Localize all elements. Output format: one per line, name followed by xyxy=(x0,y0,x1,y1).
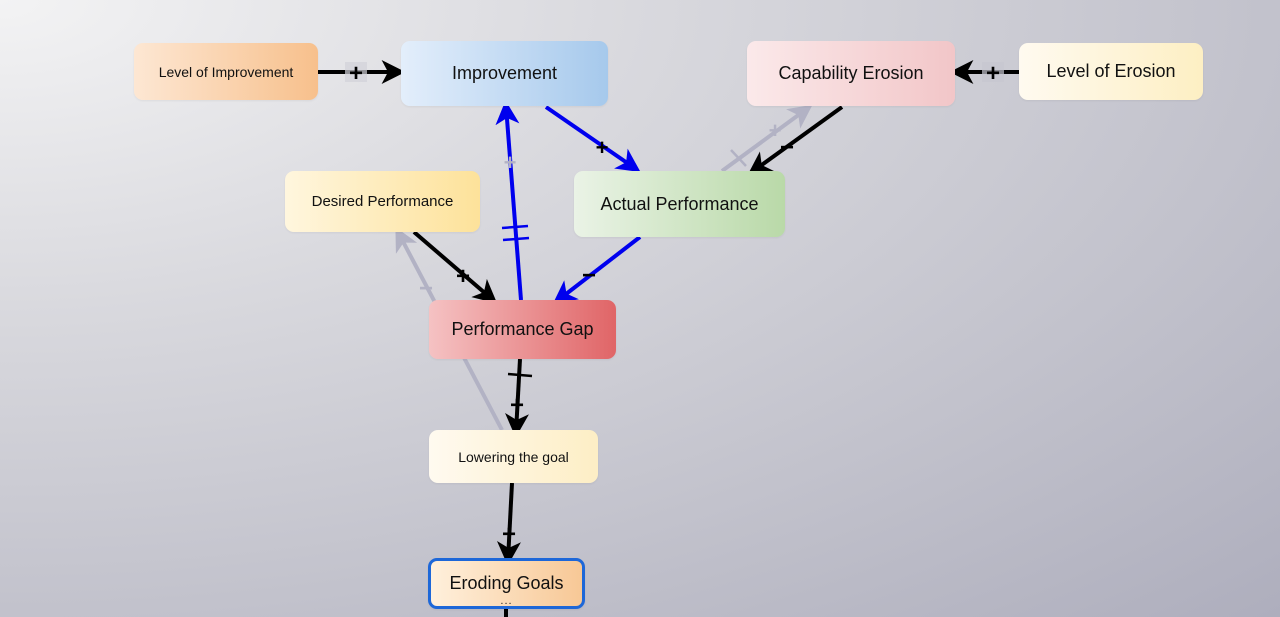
node-label: Performance Gap xyxy=(451,319,594,339)
polarity-plus: + xyxy=(502,521,516,548)
node-improvement[interactable]: Improvement xyxy=(401,41,608,106)
polarity-plus: + xyxy=(504,150,517,175)
link-performance-gap-to-lowering-the-goal[interactable]: + xyxy=(505,358,533,438)
node-label: Improvement xyxy=(451,63,558,83)
node-label: Level of Improvement xyxy=(158,63,294,80)
node-capability-erosion[interactable]: Capability Erosion xyxy=(747,41,955,106)
node-level-of-erosion[interactable]: Level of Erosion xyxy=(1019,43,1203,100)
node-label: Eroding Goals xyxy=(449,573,564,593)
node-actual-performance[interactable]: Actual Performance xyxy=(574,171,785,237)
link-improvement-to-actual-performance[interactable]: + xyxy=(544,105,641,173)
node-label: Lowering the goal xyxy=(458,448,569,465)
polarity-plus: + xyxy=(769,118,782,143)
link-actual-performance-to-capability-erosion[interactable]: + xyxy=(720,104,813,173)
resize-handle-dots[interactable]: ... xyxy=(500,595,513,607)
node-performance-gap[interactable]: Performance Gap xyxy=(429,300,616,359)
polarity-plus: + xyxy=(596,135,609,160)
link-desired-performance-to-performance-gap[interactable]: + xyxy=(412,230,498,304)
node-eroding-goals-selected[interactable]: Eroding Goals ... xyxy=(428,558,585,609)
node-label: Desired Performance xyxy=(311,193,454,210)
polarity-plus: + xyxy=(456,263,470,290)
link-actual-performance-to-performance-gap[interactable]: − xyxy=(552,235,642,305)
link-performance-gap-to-improvement[interactable]: + xyxy=(495,100,530,301)
polarity-minus: − xyxy=(582,262,596,289)
polarity-minus: − xyxy=(419,275,433,302)
polarity-plus: + xyxy=(510,392,524,419)
link-lowering-the-goal-to-eroding-goals[interactable]: + xyxy=(496,482,521,566)
node-lowering-the-goal[interactable]: Lowering the goal xyxy=(429,430,598,483)
node-label: Capability Erosion xyxy=(778,63,924,83)
node-label: Actual Performance xyxy=(600,193,759,214)
polarity-minus: − xyxy=(780,134,794,161)
polarity-plus: + xyxy=(986,60,1000,87)
node-label: Level of Erosion xyxy=(1046,61,1176,81)
node-desired-performance[interactable]: Desired Performance xyxy=(285,171,480,232)
node-level-of-improvement[interactable]: Level of Improvement xyxy=(134,43,318,100)
link-level-of-improvement-to-improvement[interactable]: + xyxy=(318,60,406,87)
link-capability-erosion-to-actual-performance[interactable]: − xyxy=(747,105,844,176)
polarity-plus: + xyxy=(349,60,363,87)
link-level-of-erosion-to-capability-erosion[interactable]: + xyxy=(949,60,1019,87)
